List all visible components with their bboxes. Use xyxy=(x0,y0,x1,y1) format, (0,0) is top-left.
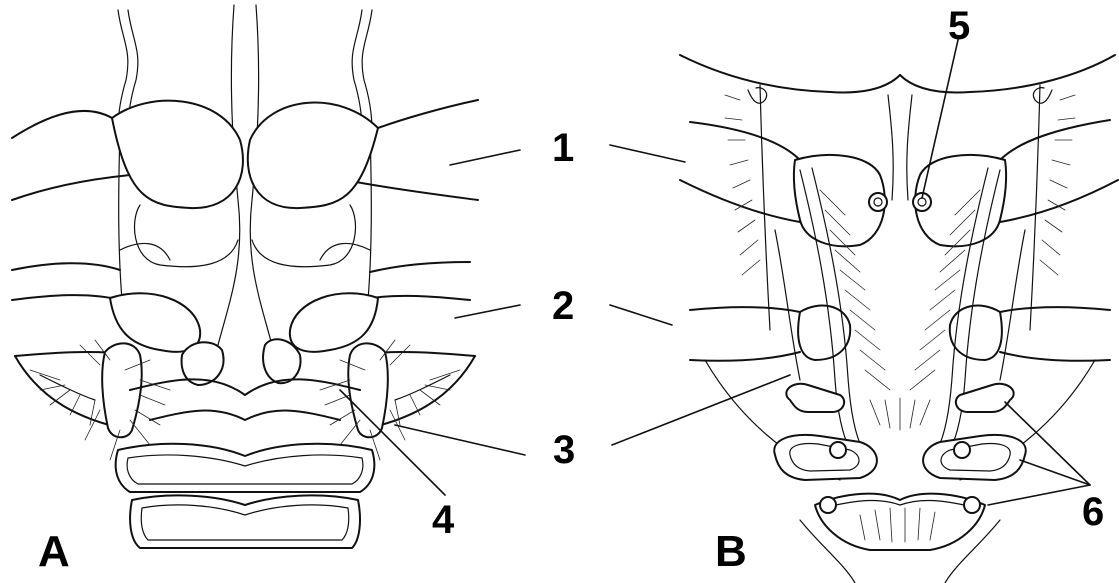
callout-5: 5 xyxy=(948,6,970,46)
leader-2-left xyxy=(455,305,520,318)
callout-6: 6 xyxy=(1082,492,1104,532)
leader-3-left xyxy=(395,425,525,455)
panel-label-b: B xyxy=(715,530,747,574)
panel-b-drawing xyxy=(680,55,1118,583)
callout-4: 4 xyxy=(432,500,454,540)
panel-b-bristles xyxy=(725,95,1075,542)
leader-1-right xyxy=(610,145,685,162)
callout-3: 3 xyxy=(553,430,575,470)
leader-6c xyxy=(988,485,1090,505)
leader-2-right xyxy=(610,305,672,325)
callout-1: 1 xyxy=(552,128,574,168)
leader-1-left xyxy=(450,150,520,165)
panel-a-drawing xyxy=(12,5,478,548)
callout-2: 2 xyxy=(552,286,574,326)
panel-label-a: A xyxy=(38,530,70,574)
leader-6b xyxy=(1020,460,1090,485)
leader-3-right xyxy=(612,375,790,445)
